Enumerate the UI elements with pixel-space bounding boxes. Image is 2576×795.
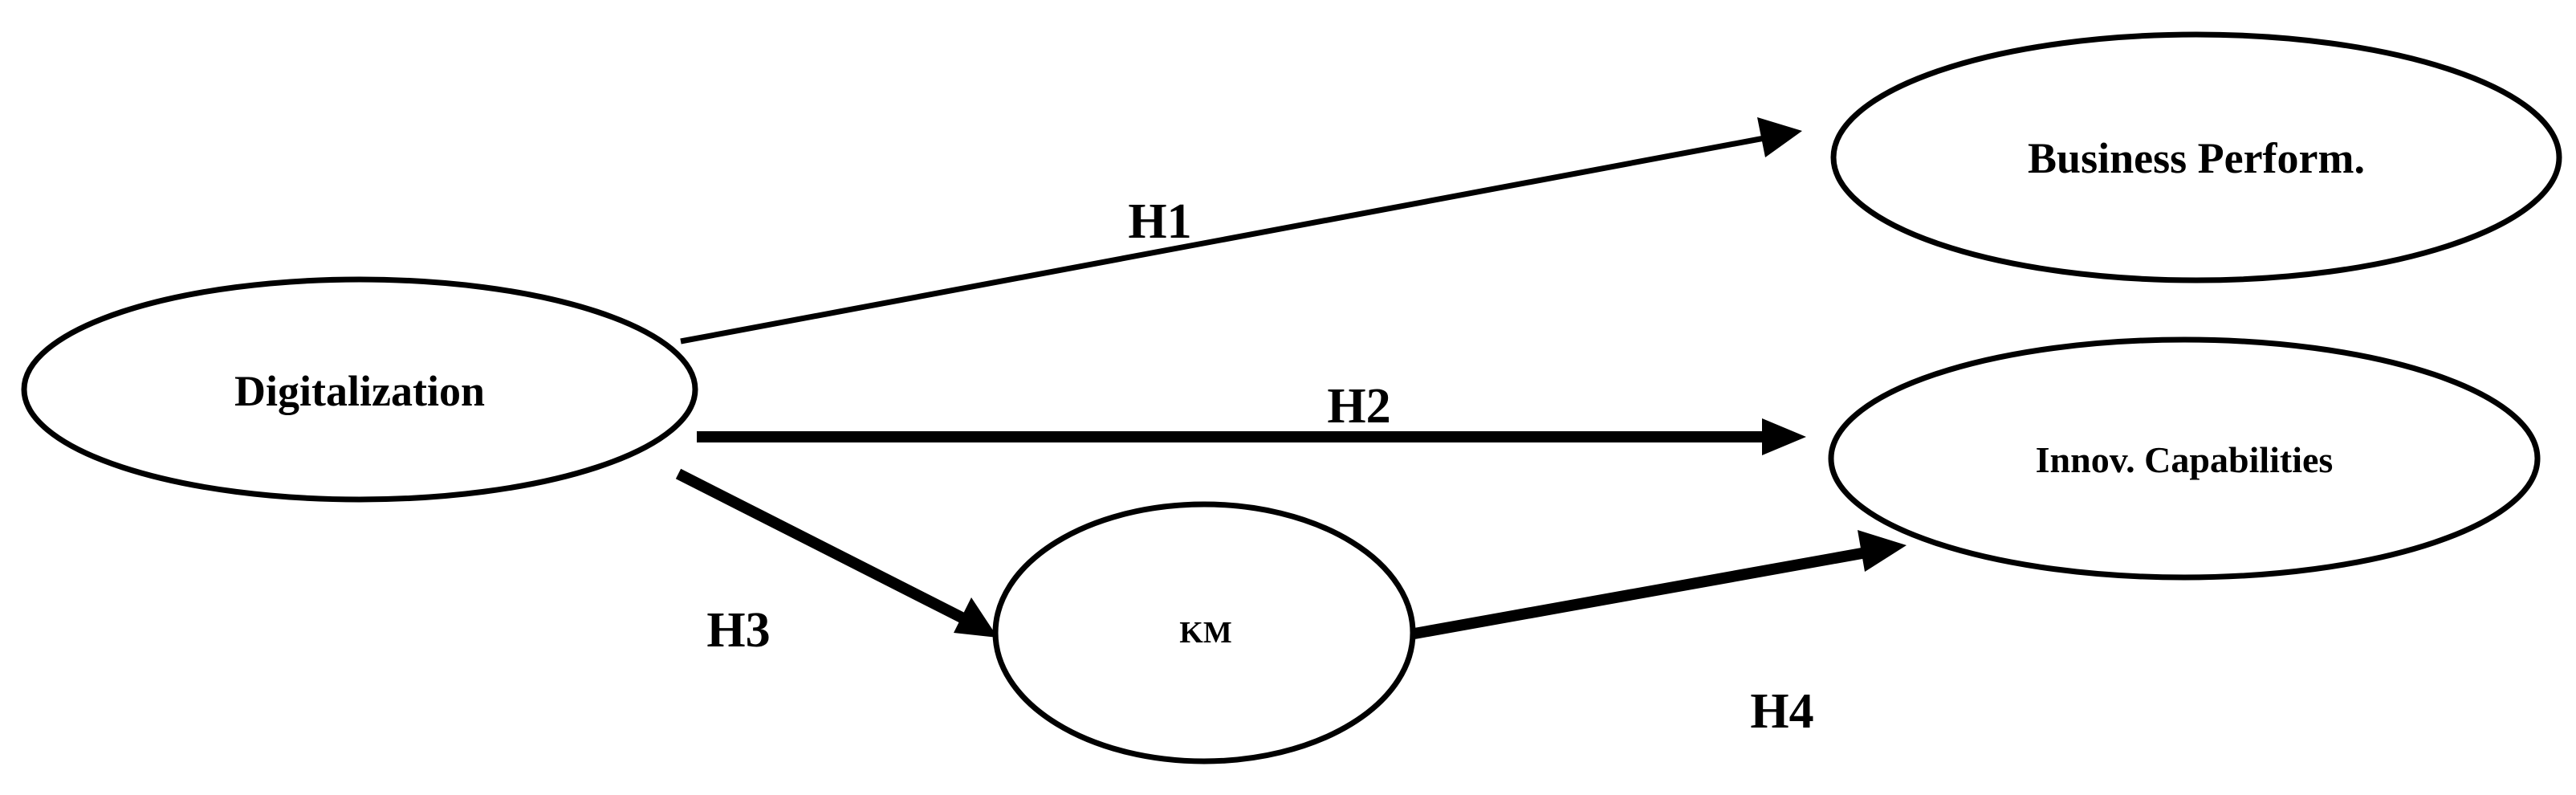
edge-label-h1: H1 <box>1128 194 1191 249</box>
arrowhead-h3 <box>954 597 998 638</box>
edge-label-h3: H3 <box>706 603 770 658</box>
arrow-h3 <box>675 468 967 624</box>
node-km: KM <box>992 501 1416 764</box>
innovation-capabilities-label: Innov. Capabilities <box>2036 439 2334 480</box>
node-digitalization: Digitalization <box>21 276 698 503</box>
km-label: KM <box>1179 616 1231 650</box>
edge-h2 <box>697 418 1806 455</box>
innovation-capabilities-ellipse <box>1828 336 2541 581</box>
digitalization-label: Digitalization <box>234 367 485 415</box>
business-performance-label: Business Perform. <box>2028 134 2365 182</box>
arrowhead-h4 <box>1858 530 1907 572</box>
digitalization-ellipse <box>21 276 698 503</box>
node-innovation-capabilities: Innov. Capabilities <box>1828 336 2541 581</box>
arrowhead-h1 <box>1757 117 1802 157</box>
business-performance-ellipse <box>1830 31 2562 283</box>
edge-h4 <box>1413 530 1907 639</box>
arrow-h1 <box>680 135 1765 344</box>
edge-label-h4: H4 <box>1750 684 1813 739</box>
edge-h1 <box>680 117 1802 344</box>
edge-h3 <box>675 468 998 638</box>
km-ellipse <box>992 501 1416 764</box>
arrow-h4 <box>1413 547 1868 639</box>
edge-label-h2: H2 <box>1327 379 1390 434</box>
node-business-performance: Business Perform. <box>1830 31 2562 283</box>
arrowhead-h2 <box>1762 418 1806 455</box>
